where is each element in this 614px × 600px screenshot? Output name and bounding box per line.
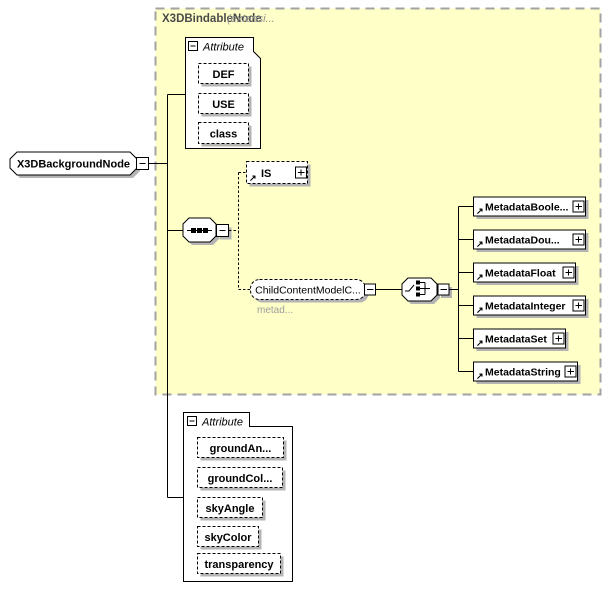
collapse-icon[interactable] bbox=[437, 283, 450, 296]
element-label: MetadataDou... bbox=[485, 235, 560, 247]
expand-icon[interactable] bbox=[552, 332, 565, 345]
attribute-skyangle[interactable]: skyAngle bbox=[197, 497, 266, 521]
attribute-label: DEF bbox=[213, 69, 235, 81]
element-metadatafloat[interactable]: ↗ MetadataFloat bbox=[473, 262, 579, 285]
element-label: MetadataString bbox=[485, 367, 561, 379]
attribute-label: transparency bbox=[204, 559, 274, 571]
attribute-label: skyAngle bbox=[206, 503, 255, 515]
attribute-group-top[interactable]: Attribute DEF USE class bbox=[185, 37, 261, 149]
attribute-label: groundCol... bbox=[208, 473, 273, 485]
element-is[interactable]: ↗ IS bbox=[246, 161, 311, 187]
attribute-class[interactable]: class bbox=[198, 122, 252, 147]
attribute-group-label: Attribute bbox=[202, 42, 244, 54]
choice-indicator[interactable] bbox=[401, 277, 452, 304]
attribute-def[interactable]: DEF bbox=[198, 63, 252, 87]
element-metadataboolean[interactable]: ↗ MetadataBoole... bbox=[473, 196, 589, 219]
extension-subtitle: (extensi... bbox=[227, 13, 275, 25]
attribute-groundangle[interactable]: groundAn... bbox=[197, 437, 287, 461]
attribute-skycolor[interactable]: skyColor bbox=[197, 526, 262, 550]
attribute-label: class bbox=[210, 129, 238, 141]
expand-icon[interactable] bbox=[562, 266, 575, 279]
collapse-icon[interactable] bbox=[136, 157, 149, 170]
optional-connectors bbox=[229, 172, 250, 290]
expand-icon[interactable] bbox=[564, 365, 577, 378]
group-label: ChildContentModelC... bbox=[255, 285, 361, 297]
reference-arrow-icon: ↗ bbox=[476, 272, 484, 282]
element-label: MetadataSet bbox=[485, 334, 547, 346]
reference-arrow-icon: ↗ bbox=[476, 305, 484, 315]
collapse-icon[interactable] bbox=[364, 283, 376, 296]
expand-icon[interactable] bbox=[572, 200, 585, 213]
element-label: MetadataInteger bbox=[485, 301, 566, 313]
element-x3dbackgroundnode[interactable]: X3DBackgroundNode bbox=[9, 151, 149, 178]
element-label: MetadataBoole... bbox=[485, 202, 569, 214]
attribute-use[interactable]: USE bbox=[198, 93, 252, 117]
expand-icon[interactable] bbox=[572, 233, 585, 246]
element-metadataset[interactable]: ↗ MetadataSet bbox=[473, 328, 569, 351]
element-label: MetadataFloat bbox=[485, 268, 556, 280]
expand-icon[interactable] bbox=[295, 166, 307, 179]
connector-lines bbox=[148, 94, 185, 498]
reference-arrow-icon: ↗ bbox=[476, 239, 484, 249]
group-childcontentmodel[interactable]: ChildContentModelC... metad... bbox=[250, 279, 376, 317]
element-metadatastring[interactable]: ↗ MetadataString bbox=[473, 361, 581, 384]
attribute-groundcolor[interactable]: groundCol... bbox=[197, 467, 286, 491]
reference-arrow-icon: ↗ bbox=[249, 173, 257, 183]
attribute-label: groundAn... bbox=[210, 443, 272, 455]
attribute-label: USE bbox=[212, 99, 235, 111]
sequence-indicator[interactable] bbox=[182, 217, 232, 245]
element-label: X3DBackgroundNode bbox=[17, 159, 130, 171]
reference-arrow-icon: ↗ bbox=[476, 206, 484, 216]
attribute-group-label: Attribute bbox=[201, 417, 243, 429]
extension-title: X3DBindableNode bbox=[162, 13, 262, 25]
metadata-connectors bbox=[449, 206, 473, 372]
choice-icon bbox=[405, 280, 430, 297]
reference-arrow-icon: ↗ bbox=[476, 371, 484, 381]
element-metadatadouble[interactable]: ↗ MetadataDou... bbox=[473, 229, 589, 252]
element-metadatainteger[interactable]: ↗ MetadataInteger bbox=[473, 295, 589, 318]
sequence-icon bbox=[187, 228, 212, 233]
collapse-icon[interactable] bbox=[216, 224, 229, 237]
attribute-label: skyColor bbox=[204, 532, 252, 544]
group-note: metad... bbox=[257, 305, 293, 316]
element-label: IS bbox=[261, 168, 271, 180]
collapse-icon[interactable] bbox=[187, 416, 197, 426]
attribute-transparency[interactable]: transparency bbox=[197, 553, 284, 577]
expand-icon[interactable] bbox=[572, 299, 585, 312]
collapse-icon[interactable] bbox=[188, 41, 198, 51]
reference-arrow-icon: ↗ bbox=[476, 338, 484, 348]
attribute-group-bottom[interactable]: Attribute groundAn... groundCol... skyAn… bbox=[183, 412, 293, 582]
